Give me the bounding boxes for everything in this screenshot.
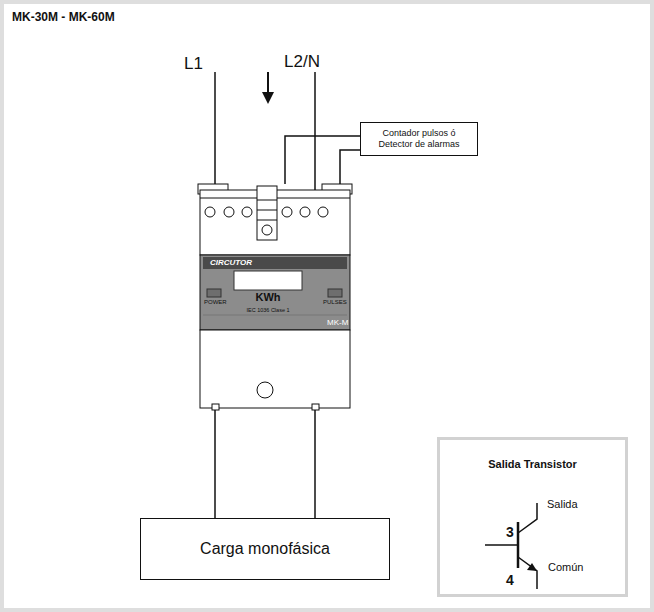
pin-number: 4 — [506, 572, 514, 588]
base-lead — [485, 544, 518, 546]
collector-lead — [518, 503, 537, 533]
lcd-display — [234, 271, 302, 290]
pulses-led — [328, 289, 342, 297]
terminal-tab — [312, 404, 319, 410]
din-clip-rib — [257, 200, 277, 201]
brand-band — [203, 257, 347, 269]
panel-line — [203, 315, 347, 316]
led-label: PULSES — [323, 299, 347, 305]
emitter-lead — [518, 557, 537, 589]
l1-wire — [214, 72, 216, 190]
terminal-screw — [242, 207, 252, 217]
diagram-title: MK-30M - MK-60M — [12, 10, 115, 24]
pulse-counter-box: Contador pulsos ó Detector de alarmas — [360, 122, 478, 156]
terminal-screw — [318, 207, 328, 217]
flow-arrow-head — [262, 92, 274, 104]
box-label: Contador pulsos ó Detector de alarmas — [365, 128, 473, 150]
terminal-screw — [282, 207, 292, 217]
wire-connector — [214, 410, 216, 518]
wire-connector — [314, 410, 316, 518]
meter-body — [200, 330, 350, 408]
pin-number: 3 — [506, 524, 514, 540]
wire-connector — [340, 150, 360, 184]
load-box: Carga monofásica — [140, 518, 390, 580]
signal-name: Común — [548, 561, 583, 573]
brand-logo: CIRCUTOR — [210, 258, 252, 267]
wire-label: L2/N — [284, 52, 320, 72]
energy-meter: CIRCUTOR POWERKWhPULSES IEC 1036 Clase 1 MK… — [195, 184, 360, 410]
wire-connector — [285, 136, 360, 184]
box-label: Carga monofásica — [200, 540, 330, 558]
terminal-screw — [224, 207, 234, 217]
model-label: MK-M — [327, 318, 348, 327]
wire-label: L1 — [184, 54, 203, 74]
unit-label: KWh — [228, 291, 308, 303]
front-panel — [200, 255, 350, 330]
flow-arrow — [267, 72, 269, 94]
terminal-screw — [205, 207, 215, 217]
transistor-base — [517, 522, 520, 568]
din-clip-hole — [262, 225, 272, 235]
standard-note: IEC 1036 Clase 1 — [218, 307, 318, 313]
terminal-tab — [212, 404, 219, 410]
din-clip-rib — [257, 210, 277, 211]
seal-hole — [257, 382, 273, 398]
box-title: Salida Transistor — [440, 458, 625, 470]
transistor-output-box: Salida Transistor 3 Salida 4 Común — [437, 437, 628, 597]
l2n-wire — [314, 72, 316, 190]
power-led — [207, 289, 221, 297]
signal-name: Salida — [547, 498, 578, 510]
led-label: POWER — [204, 299, 227, 305]
din-clip-rib — [257, 220, 277, 221]
din-clip — [257, 186, 277, 240]
terminal-screw — [300, 207, 310, 217]
emitter-arrow — [527, 563, 537, 571]
